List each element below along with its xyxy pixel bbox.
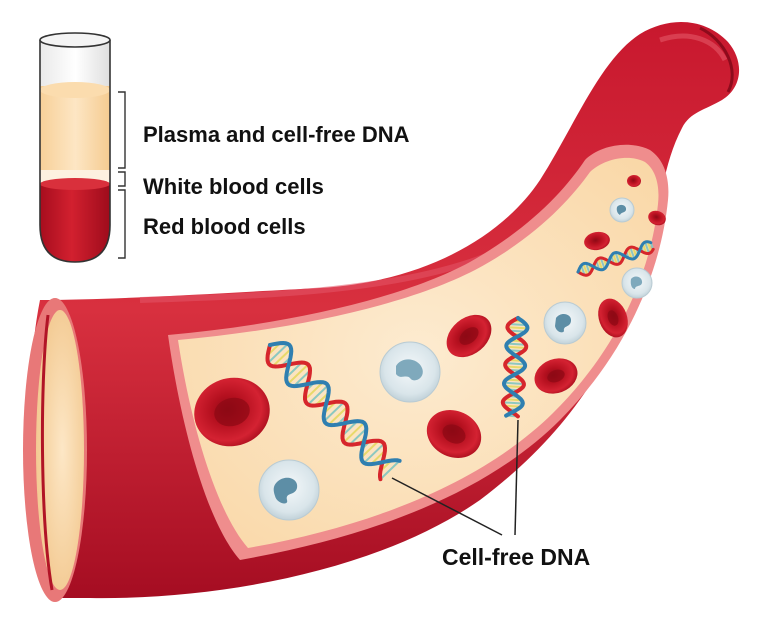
dna-base-pair bbox=[267, 343, 289, 364]
red-blood-cells-label: Red blood cells bbox=[143, 214, 306, 239]
white-blood-cell-icon bbox=[621, 267, 653, 299]
red-blood-cell-icon bbox=[627, 175, 641, 187]
dna-strand bbox=[265, 343, 388, 482]
white-blood-cell-icon bbox=[258, 459, 320, 521]
dna-helix-icon bbox=[265, 340, 402, 482]
dna-base-pair bbox=[506, 342, 526, 346]
dna-base-pair bbox=[360, 440, 380, 459]
dna-base-pair bbox=[285, 361, 303, 379]
dna-base-pair bbox=[597, 258, 604, 271]
dna-base-pair bbox=[504, 385, 523, 389]
dna-strand bbox=[576, 240, 653, 274]
dna-helix-icon bbox=[500, 316, 530, 419]
dna-strand bbox=[500, 316, 529, 419]
dna-base-pair bbox=[327, 406, 349, 426]
dna-base-pair bbox=[506, 345, 527, 349]
red-blood-cell-icon bbox=[534, 358, 578, 394]
dna-base-pair bbox=[508, 322, 527, 327]
test-tube-icon bbox=[39, 32, 111, 263]
red-blood-cell-icon bbox=[584, 231, 610, 251]
dna-base-pair bbox=[272, 348, 292, 367]
plasma-label: Plasma and cell-free DNA bbox=[143, 122, 410, 147]
dna-base-pair bbox=[304, 381, 324, 401]
dna-strand bbox=[268, 340, 402, 467]
dna-base-pair bbox=[502, 401, 523, 405]
cell-free-dna-label: Cell-free DNA bbox=[442, 544, 591, 570]
dna-base-pair bbox=[507, 326, 528, 330]
red-blood-cells bbox=[194, 175, 666, 458]
dna-base-pair bbox=[323, 401, 345, 422]
dna-base-pair bbox=[599, 257, 606, 270]
dna-base-pair bbox=[379, 460, 401, 480]
dna-strand bbox=[501, 316, 530, 418]
white-blood-cell-icon bbox=[379, 341, 441, 403]
dna-base-pair bbox=[363, 443, 385, 464]
dna-base-pair bbox=[287, 363, 309, 385]
red-blood-cell-icon bbox=[446, 314, 492, 358]
dna-base-pair bbox=[504, 398, 522, 402]
red-blood-cell-icon bbox=[598, 298, 628, 338]
dna-base-pair bbox=[629, 246, 636, 259]
dna-base-pair bbox=[612, 253, 618, 265]
dna-base-pair bbox=[293, 369, 311, 387]
dna-base-pair bbox=[341, 420, 359, 437]
dna-base-pair bbox=[343, 422, 365, 443]
red-blood-cell-icon bbox=[194, 377, 270, 447]
dna-helix-icon bbox=[576, 240, 655, 277]
white-blood-cells bbox=[258, 197, 653, 521]
dna-base-pair bbox=[582, 263, 589, 276]
red-blood-cell-icon bbox=[648, 210, 666, 226]
dna-base-pair bbox=[505, 365, 525, 369]
dna-base-pair bbox=[307, 384, 329, 406]
white-blood-cell-icon bbox=[543, 301, 587, 345]
red-blood-cell-icon bbox=[426, 410, 482, 458]
white-blood-cells-label: White blood cells bbox=[143, 174, 324, 199]
blood-vessel-icon bbox=[23, 22, 740, 602]
dna-base-pair bbox=[505, 362, 525, 366]
tube-brackets bbox=[118, 91, 126, 259]
cell-free-dna-pointer bbox=[391, 419, 519, 536]
dna-base-pair bbox=[644, 241, 650, 254]
dna-base-pair bbox=[646, 241, 653, 253]
dna-base-pair bbox=[627, 248, 633, 260]
dna-helices bbox=[265, 240, 655, 482]
dna-base-pair bbox=[585, 263, 591, 274]
dna-base-pair bbox=[349, 427, 367, 446]
dna-base-pair bbox=[504, 381, 524, 385]
white-blood-cell-icon bbox=[609, 197, 635, 223]
dna-base-pair bbox=[614, 252, 621, 265]
